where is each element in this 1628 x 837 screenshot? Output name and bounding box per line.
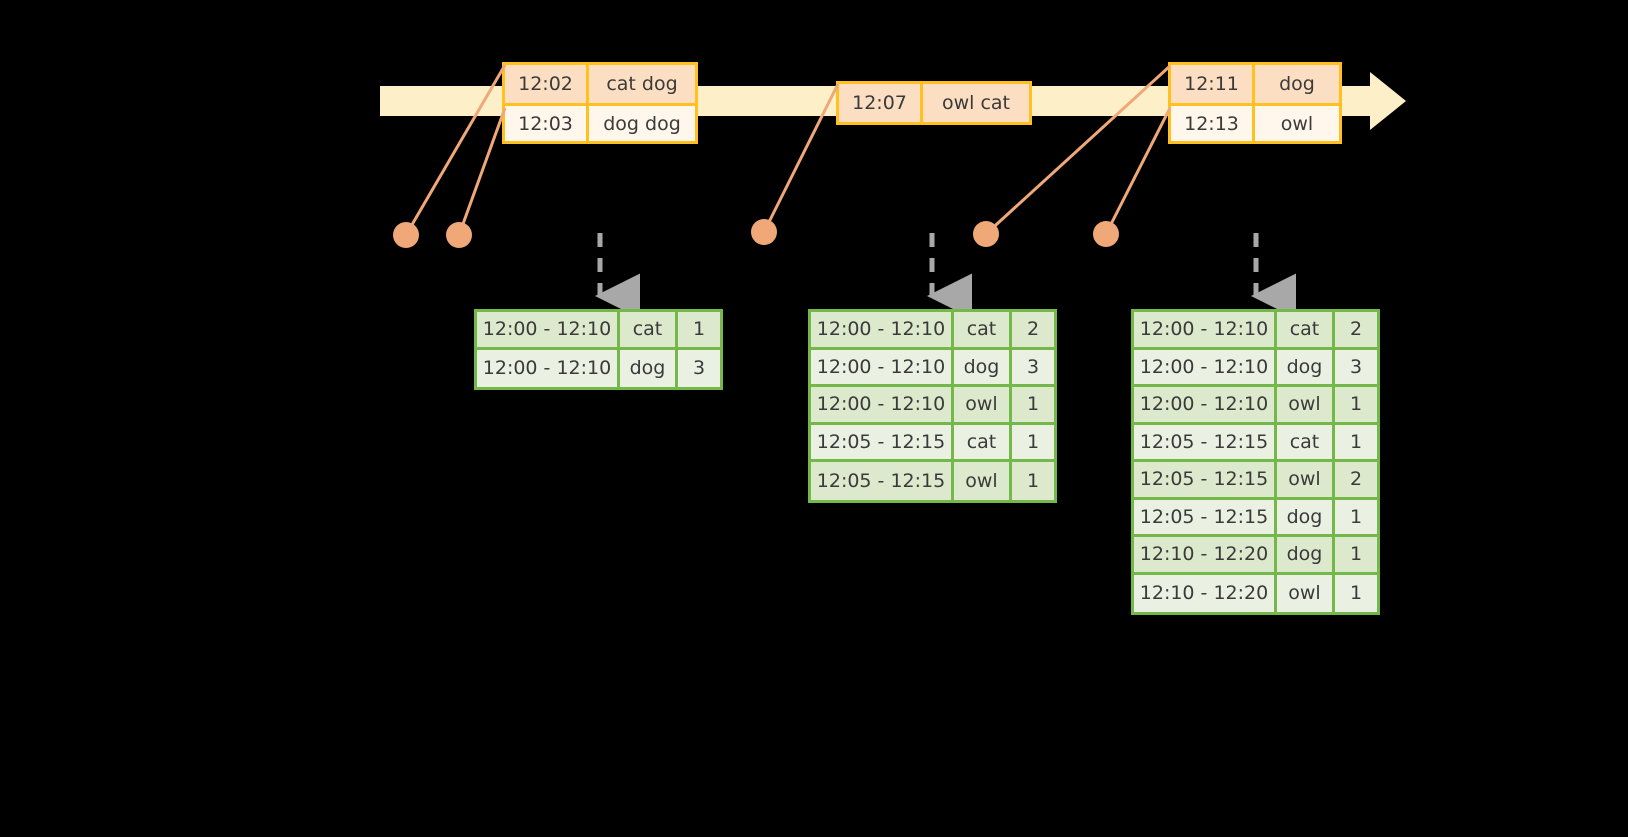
table-row: 12:00 - 12:10 dog 3 (811, 349, 1054, 387)
cell-window: 12:05 - 12:15 (1134, 462, 1277, 500)
cell-count: 1 (1349, 582, 1363, 605)
cell-window: 12:05 - 12:15 (811, 462, 954, 500)
cell-count: 1 (1026, 469, 1040, 492)
event-row: 12:11 dog (1171, 65, 1339, 103)
cell-count: 3 (692, 357, 706, 380)
cell-count: 1 (1335, 500, 1377, 537)
cell-key: cat (620, 312, 678, 350)
connector-dots (393, 219, 1119, 248)
event-value: owl cat (941, 92, 1011, 114)
event-box-3[interactable]: 12:11 dog 12:13 owl (1168, 62, 1342, 144)
event-box-1[interactable]: 12:02 cat dog 12:03 dog dog (502, 62, 698, 144)
emit-arrows (595, 233, 1296, 319)
event-row: 12:02 cat dog (505, 65, 695, 103)
cell-count: 1 (1335, 387, 1377, 425)
cell-key: cat (1277, 312, 1335, 350)
cell-key: owl (1277, 387, 1335, 425)
cell-count: 3 (1012, 350, 1054, 387)
cell-window: 12:00 - 12:10 (477, 349, 620, 387)
event-time: 12:02 (505, 65, 589, 103)
event-row: 12:13 owl (1171, 103, 1339, 141)
table-row: 12:00 - 12:10 owl 1 (811, 387, 1054, 425)
table-row: 12:00 - 12:10 owl 1 (1134, 387, 1377, 425)
result-table-2[interactable]: 12:00 - 12:10 cat 2 12:00 - 12:10 dog 3 … (808, 309, 1057, 503)
cell-window: 12:00 - 12:10 (477, 312, 620, 350)
cell-key: cat (954, 424, 1012, 462)
table-row: 12:05 - 12:15 owl 1 (811, 462, 1054, 500)
cell-key: owl (954, 387, 1012, 425)
event-time: 12:07 (839, 84, 923, 122)
event-time: 12:11 (1171, 65, 1255, 103)
table-row: 12:05 - 12:15 cat 1 (1134, 424, 1377, 462)
cell-count: 1 (678, 312, 720, 350)
cell-count: 2 (1335, 312, 1377, 350)
cell-key: owl (1277, 462, 1335, 500)
cell-key: dog (954, 349, 1012, 387)
cell-window: 12:00 - 12:10 (811, 312, 954, 350)
cell-window: 12:00 - 12:10 (811, 349, 954, 387)
cell-key: dog (1277, 349, 1335, 387)
event-row: 12:07 owl cat (839, 84, 1029, 122)
cell-key: cat (1277, 424, 1335, 462)
event-time: 12:03 (505, 106, 589, 141)
cell-window: 12:00 - 12:10 (1134, 387, 1277, 425)
cell-window: 12:05 - 12:15 (811, 424, 954, 462)
cell-count: 3 (1335, 350, 1377, 387)
cell-count: 1 (1012, 425, 1054, 462)
cell-key: owl (1277, 574, 1335, 612)
cell-window: 12:10 - 12:20 (1134, 537, 1277, 575)
timeline-arrowhead-icon (1370, 72, 1406, 130)
table-row: 12:00 - 12:10 cat 1 (477, 312, 720, 350)
cell-window: 12:10 - 12:20 (1134, 574, 1277, 612)
event-box-2[interactable]: 12:07 owl cat (836, 81, 1032, 125)
cell-window: 12:05 - 12:15 (1134, 424, 1277, 462)
cell-count: 1 (1012, 387, 1054, 425)
cell-key: cat (954, 312, 1012, 350)
cell-window: 12:00 - 12:10 (811, 387, 954, 425)
event-value: dog (1279, 73, 1315, 95)
cell-key: owl (954, 462, 1012, 500)
table-row: 12:05 - 12:15 cat 1 (811, 424, 1054, 462)
result-table-1[interactable]: 12:00 - 12:10 cat 1 12:00 - 12:10 dog 3 (474, 309, 723, 390)
cell-key: dog (1277, 537, 1335, 575)
result-table-3[interactable]: 12:00 - 12:10 cat 2 12:00 - 12:10 dog 3 … (1131, 309, 1380, 615)
table-row: 12:10 - 12:20 dog 1 (1134, 537, 1377, 575)
event-value: owl (1280, 112, 1314, 135)
event-value: cat dog (606, 73, 678, 95)
table-row: 12:05 - 12:15 dog 1 (1134, 499, 1377, 537)
cell-window: 12:00 - 12:10 (1134, 349, 1277, 387)
event-time: 12:13 (1171, 106, 1255, 141)
cell-key: dog (1277, 499, 1335, 537)
table-row: 12:00 - 12:10 cat 2 (1134, 312, 1377, 350)
table-row: 12:05 - 12:15 owl 2 (1134, 462, 1377, 500)
cell-key: dog (620, 349, 678, 387)
cell-count: 2 (1012, 312, 1054, 350)
cell-count: 2 (1335, 462, 1377, 500)
cell-count: 1 (1335, 425, 1377, 462)
event-row: 12:03 dog dog (505, 103, 695, 141)
table-row: 12:00 - 12:10 dog 3 (477, 349, 720, 387)
cell-window: 12:00 - 12:10 (1134, 312, 1277, 350)
cell-window: 12:05 - 12:15 (1134, 499, 1277, 537)
table-row: 12:10 - 12:20 owl 1 (1134, 574, 1377, 612)
table-row: 12:00 - 12:10 cat 2 (811, 312, 1054, 350)
table-row: 12:00 - 12:10 dog 3 (1134, 349, 1377, 387)
event-value: dog dog (603, 112, 681, 135)
cell-count: 1 (1335, 537, 1377, 575)
